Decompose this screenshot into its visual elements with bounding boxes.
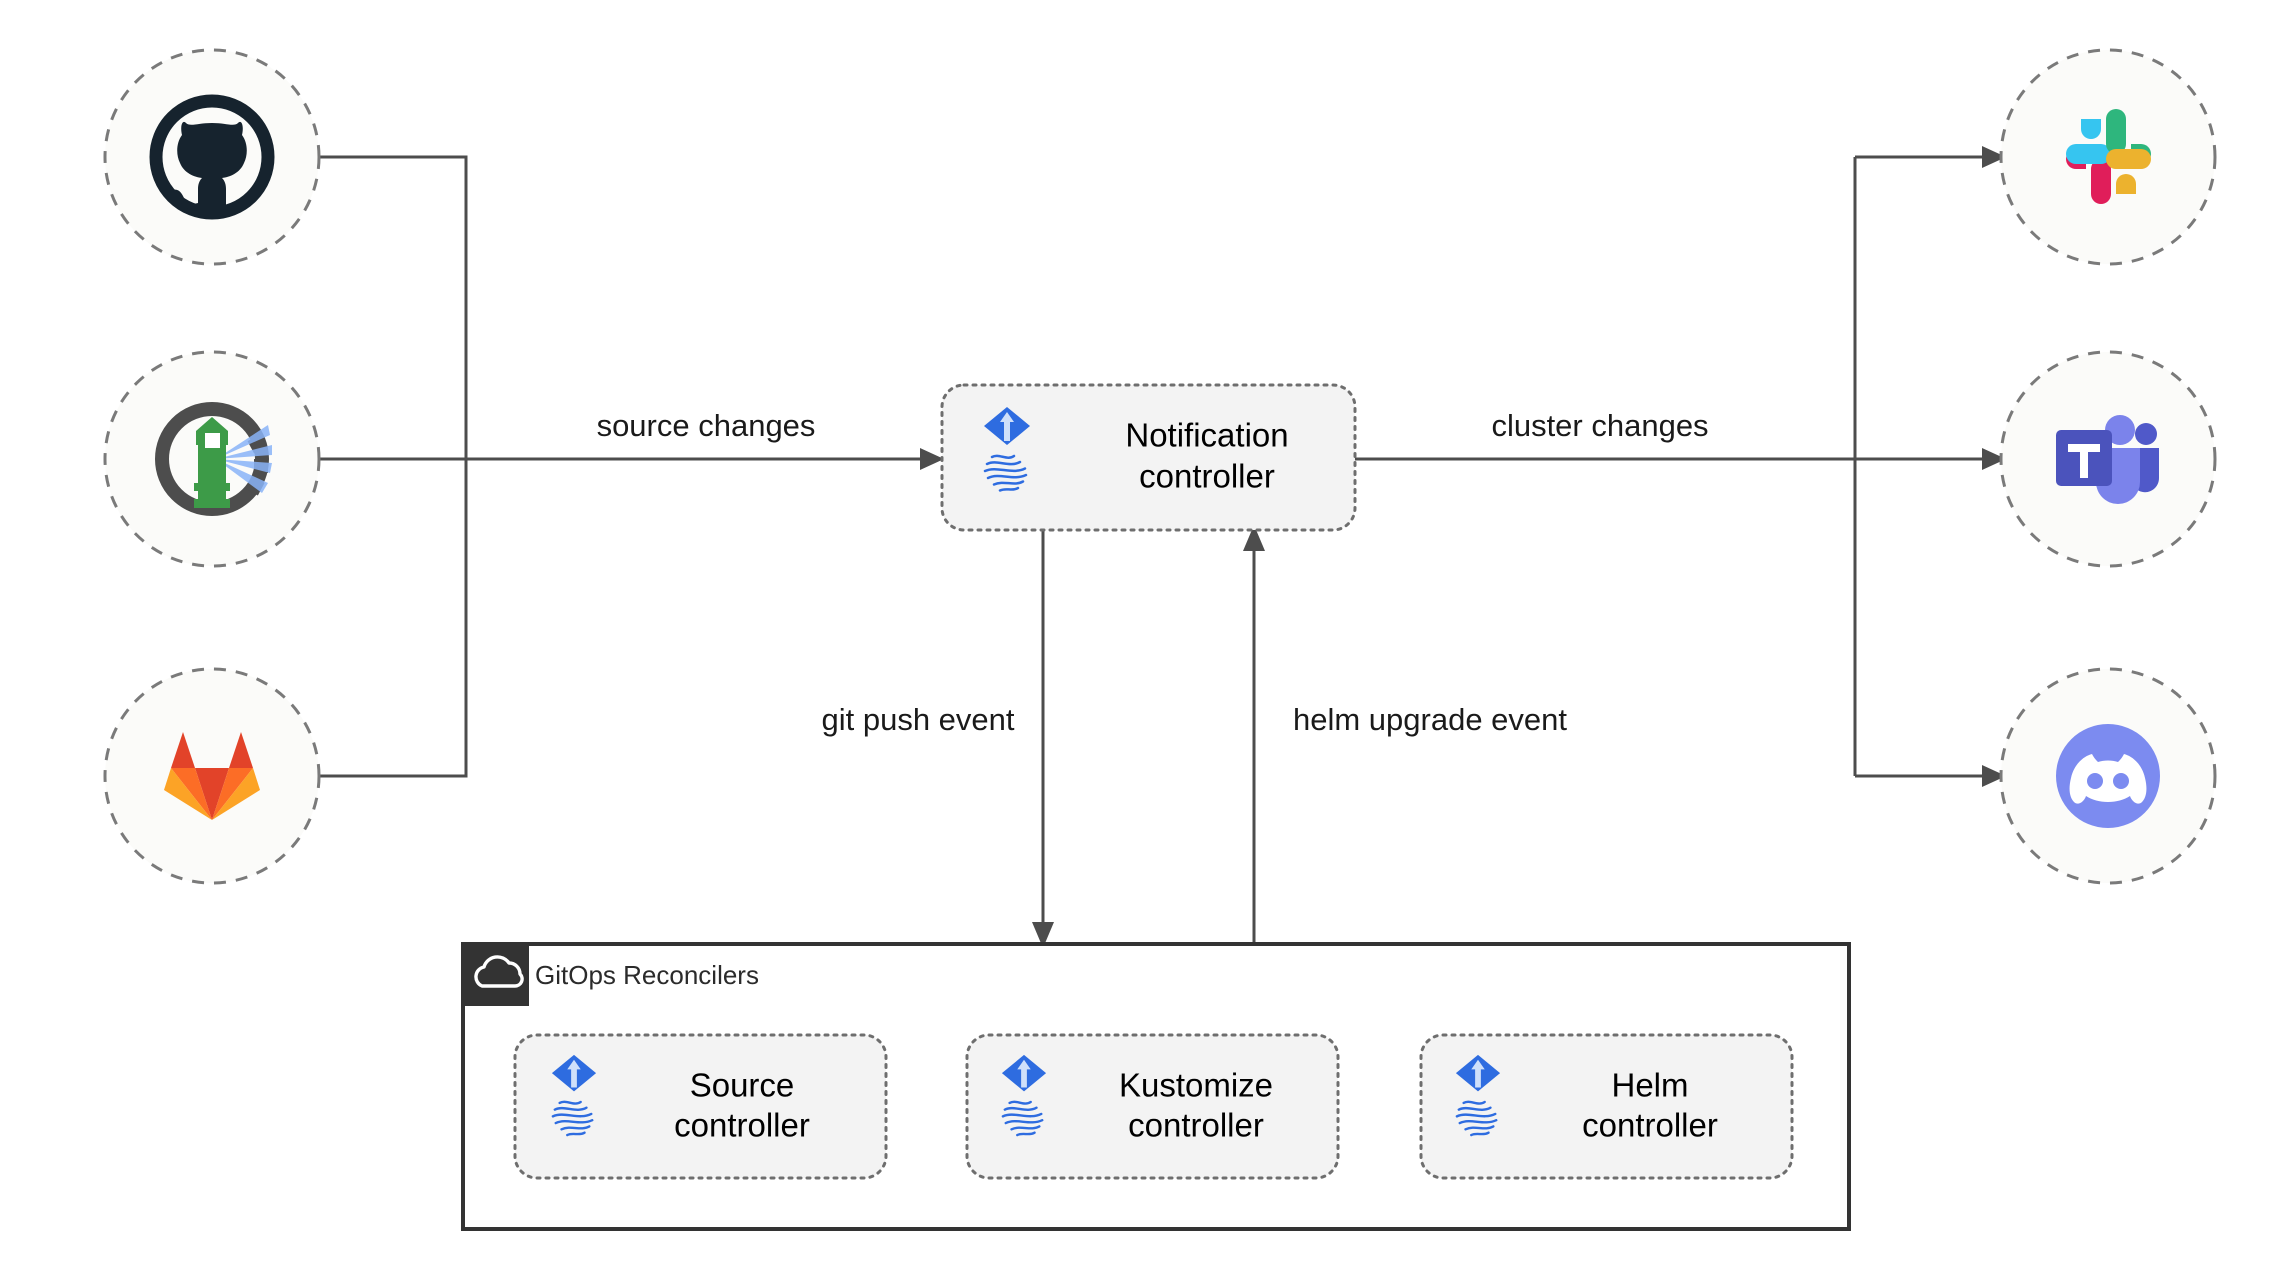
target-node-slack[interactable] bbox=[1999, 48, 2217, 266]
source-node-github[interactable] bbox=[103, 48, 321, 266]
helm-controller-node[interactable]: Helm controller bbox=[1419, 1033, 1794, 1180]
gitops-reconcilers-tab bbox=[463, 944, 529, 1006]
edge-label-helm-upgrade-event: helm upgrade event bbox=[1293, 702, 1567, 737]
gitops-reconcilers-title: GitOps Reconcilers bbox=[535, 960, 759, 990]
source-controller-node[interactable]: Source controller bbox=[513, 1033, 888, 1180]
target-node-discord[interactable] bbox=[1999, 667, 2217, 885]
source-node-gitlab[interactable] bbox=[103, 667, 321, 885]
notification-controller-box[interactable] bbox=[940, 383, 1357, 532]
gitops-reconcilers-group: GitOps Reconcilers Source controller Kus… bbox=[461, 942, 1851, 1231]
source-controller-box[interactable] bbox=[513, 1033, 888, 1180]
edge-gitlab-to-bus bbox=[320, 459, 468, 778]
edge-layer bbox=[320, 146, 2006, 1228]
source-nodes bbox=[103, 48, 321, 885]
source-controller-label-line2: controller bbox=[674, 1107, 810, 1144]
discord-icon bbox=[2056, 724, 2160, 828]
edge-label-cluster-changes: cluster changes bbox=[1491, 408, 1708, 443]
kustomize-controller-label-line2: controller bbox=[1128, 1107, 1264, 1144]
arrowhead-helm-upgrade-event bbox=[1243, 525, 1265, 551]
helm-controller-box[interactable] bbox=[1419, 1033, 1794, 1180]
target-nodes bbox=[1999, 48, 2217, 885]
kustomize-controller-label-line1: Kustomize bbox=[1119, 1067, 1273, 1104]
kustomize-controller-node[interactable]: Kustomize controller bbox=[965, 1033, 1340, 1180]
notification-controller-node[interactable]: Notification controller bbox=[940, 383, 1357, 532]
edge-github-to-bus bbox=[320, 155, 468, 459]
helm-controller-label-line2: controller bbox=[1582, 1107, 1718, 1144]
source-node-flux[interactable] bbox=[103, 350, 321, 568]
kustomize-controller-box[interactable] bbox=[965, 1033, 1340, 1180]
arrowhead-teams bbox=[1982, 448, 2006, 470]
arrowhead-discord bbox=[1982, 765, 2006, 787]
edge-label-layer: source changes cluster changes git push … bbox=[597, 408, 1709, 737]
edge-label-source-changes: source changes bbox=[597, 408, 816, 443]
arrowhead-source-changes bbox=[920, 448, 944, 470]
notification-controller-label-line2: controller bbox=[1139, 458, 1275, 495]
arrowhead-git-push-event bbox=[1032, 922, 1054, 948]
arrowhead-slack bbox=[1982, 146, 2006, 168]
helm-controller-label-line1: Helm bbox=[1611, 1067, 1688, 1104]
notification-controller-label-line1: Notification bbox=[1125, 417, 1288, 454]
source-controller-label-line1: Source bbox=[690, 1067, 795, 1104]
target-node-teams[interactable] bbox=[1999, 350, 2217, 568]
edge-label-git-push-event: git push event bbox=[821, 702, 1014, 737]
